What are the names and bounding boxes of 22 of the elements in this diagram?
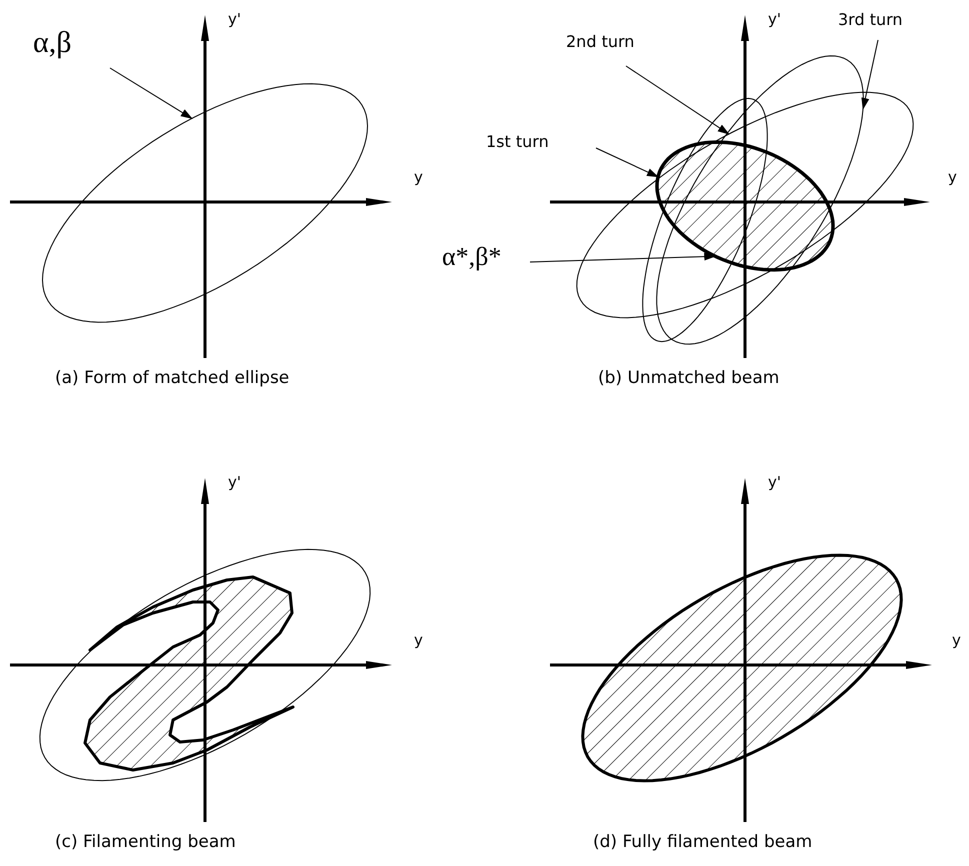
callout-label: 2nd turn	[566, 34, 634, 50]
axis-label: y'	[228, 12, 242, 27]
callout-label: 3rd turn	[838, 12, 903, 28]
callout-label: α,β	[33, 28, 72, 58]
axis-label: y'	[768, 475, 782, 490]
axis-label: y	[414, 170, 423, 185]
leader-arrow	[596, 148, 659, 178]
leader-arrow	[861, 40, 878, 110]
leader-arrow	[530, 252, 716, 262]
panel-caption: (a) Form of matched ellipse	[55, 370, 290, 387]
axis-label: y	[952, 633, 961, 648]
axis-label: y'	[768, 12, 782, 27]
leader-arrow	[626, 66, 730, 135]
callout-label: α*,β*	[442, 244, 502, 270]
callout-label: 1st turn	[486, 134, 549, 150]
leader-arrow	[110, 68, 193, 119]
panel-caption: (b) Unmatched beam	[598, 370, 780, 387]
panel-caption: (d) Fully filamented beam	[593, 834, 812, 851]
axis-label: y	[948, 170, 957, 185]
panel-caption: (c) Filamenting beam	[55, 834, 236, 851]
axis-label: y'	[228, 475, 242, 490]
axis-label: y	[414, 633, 423, 648]
